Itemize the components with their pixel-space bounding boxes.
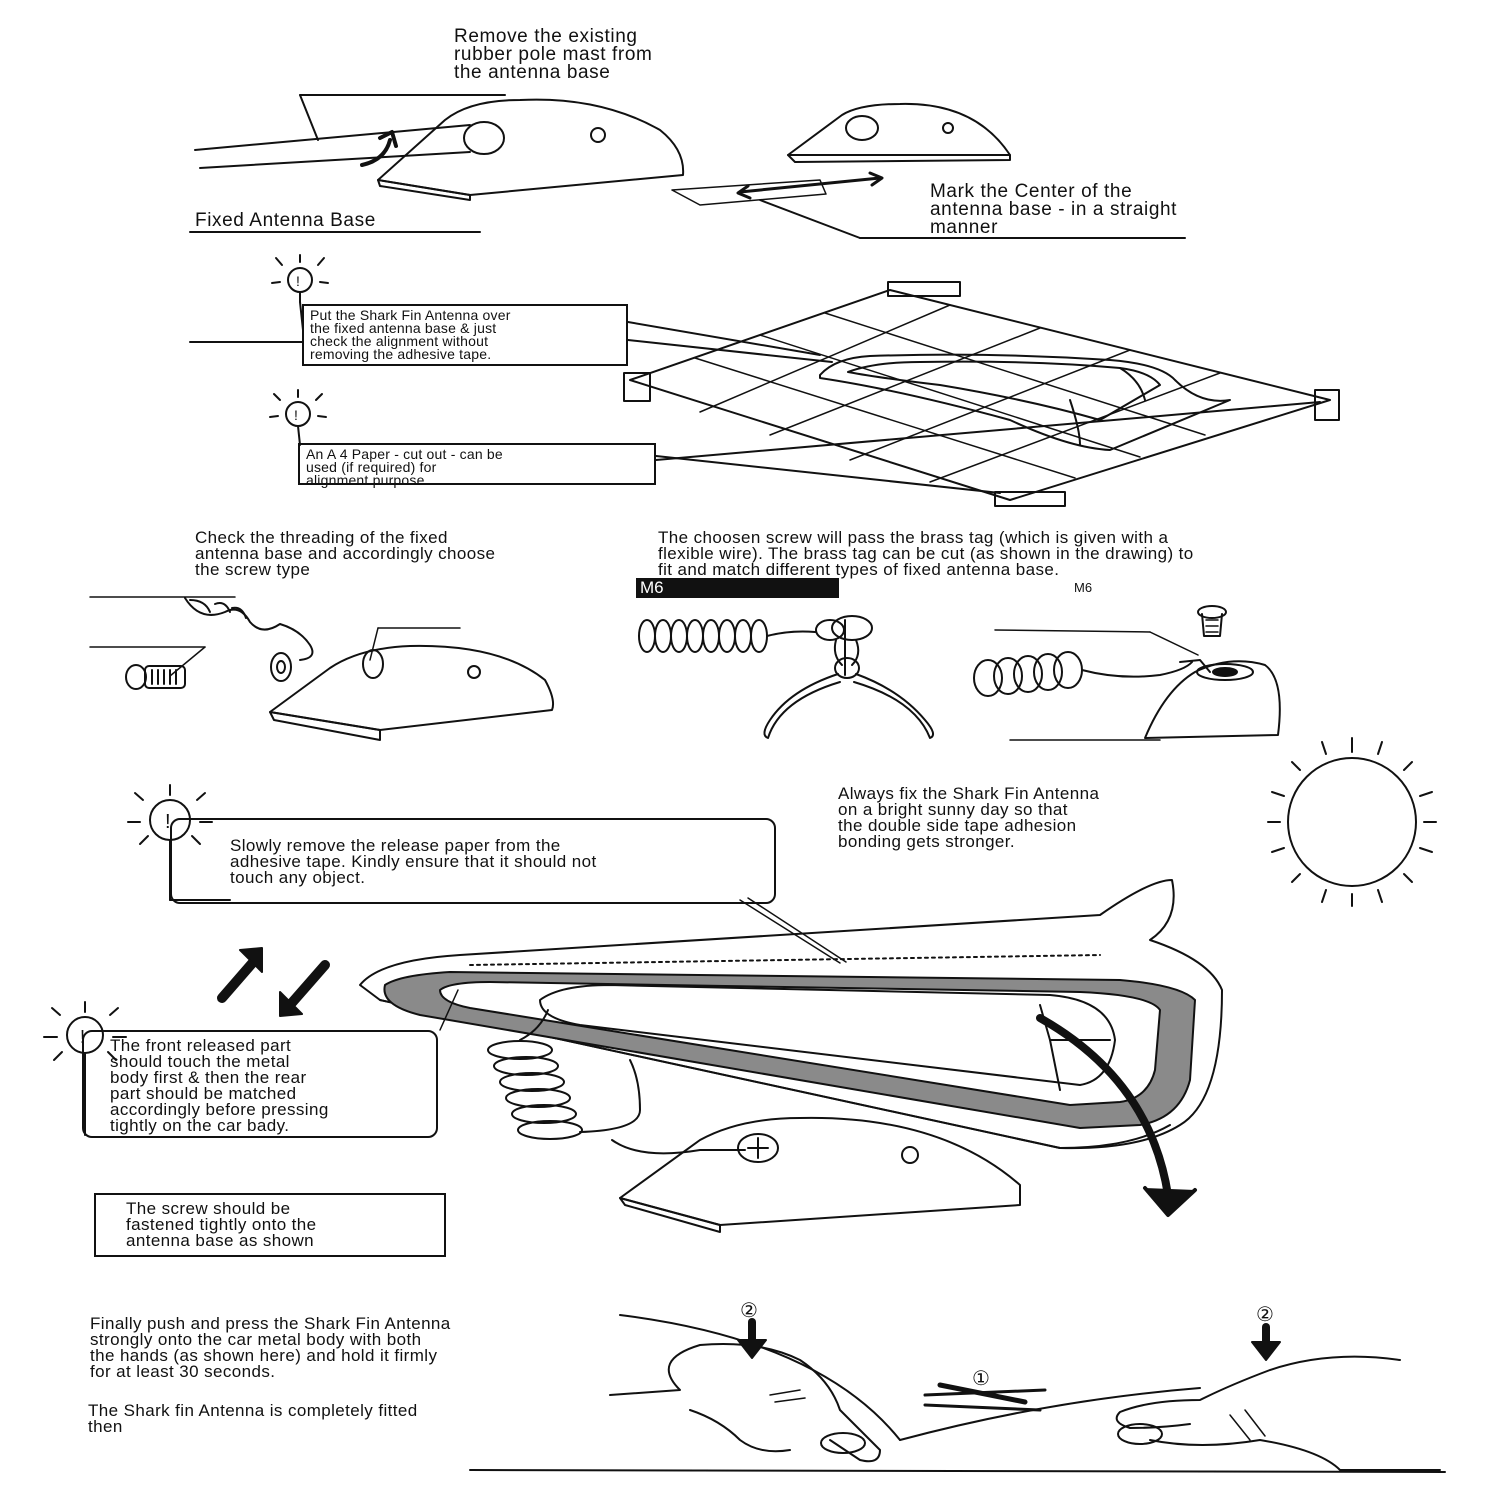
callout-line-release (439, 897, 847, 1031)
hand-icon (609, 1343, 881, 1463)
rotate-arrow-icon (360, 130, 398, 167)
mark-center-instruction: Mark the Center of the antenna base - in… (930, 181, 1178, 238)
threading-left-illustration (89, 596, 314, 690)
spring-wire-icon (638, 615, 873, 653)
push-press-instruction: Finally push and press the Shark Fin Ant… (90, 1314, 451, 1381)
car-body-line (469, 1314, 1446, 1473)
shark-fin-underside (359, 879, 1223, 1150)
antenna-base-with-tag (1009, 659, 1281, 741)
threading-instruction: Check the threading of the fixed antenna… (195, 528, 496, 579)
callout-lines-step2 (189, 321, 1321, 494)
svg-text:!: ! (165, 811, 171, 833)
antenna-base-threading (269, 627, 555, 741)
fixed-base-label: Fixed Antenna Base (195, 210, 376, 231)
release-paper-callout: Slowly remove the release paper from the… (170, 818, 776, 904)
a4-paper-callout: An A 4 Paper - cut out - can be used (if… (298, 443, 656, 487)
lightbulb-icon: ! (269, 389, 327, 446)
m6-label: M6 (636, 578, 839, 598)
slide-arrow-icon (923, 1382, 1047, 1412)
shark-fin-on-grid (819, 353, 1231, 451)
hand-icon (1115, 1355, 1441, 1471)
step-number-center: ① (972, 1368, 990, 1390)
fixed-antenna-base-left (189, 98, 685, 233)
step-number-left: ② (740, 1300, 758, 1322)
front-part-callout: The front released part should touch the… (82, 1030, 438, 1138)
press-arrow-icon (737, 1318, 1281, 1361)
spring-wire-icon (973, 629, 1199, 697)
antenna-base-final (619, 1116, 1021, 1233)
pliers-icon (763, 619, 935, 739)
curved-press-arrow-icon (1036, 1014, 1197, 1217)
remove-mast-instruction: Remove the existing rubber pole mast fro… (454, 26, 653, 83)
svg-text:!: ! (296, 273, 300, 289)
screw-icon (1197, 605, 1227, 637)
center-mark-paper (671, 171, 1186, 239)
alignment-grid (623, 281, 1340, 507)
sunny-day-tip: Always fix the Shark Fin Antenna on a br… (838, 784, 1100, 851)
up-down-arrow-icon (217, 947, 330, 1017)
put-fin-callout: Put the Shark Fin Antenna over the fixed… (302, 304, 628, 366)
m6-small-label: M6 (1074, 580, 1093, 595)
fitted-note: The Shark fin Antenna is completely fitt… (88, 1401, 418, 1436)
spring-wire-icon (487, 1009, 746, 1155)
svg-text:!: ! (294, 407, 298, 423)
sun-icon (1267, 737, 1437, 907)
rubber-mast-illustration (194, 94, 506, 169)
antenna-base-right (787, 102, 1011, 163)
brass-tag-instruction: The choosen screw will pass the brass ta… (658, 528, 1194, 579)
screw-fasten-callout: The screw should be fastened tightly ont… (94, 1193, 446, 1257)
step-number-right: ② (1256, 1304, 1274, 1326)
